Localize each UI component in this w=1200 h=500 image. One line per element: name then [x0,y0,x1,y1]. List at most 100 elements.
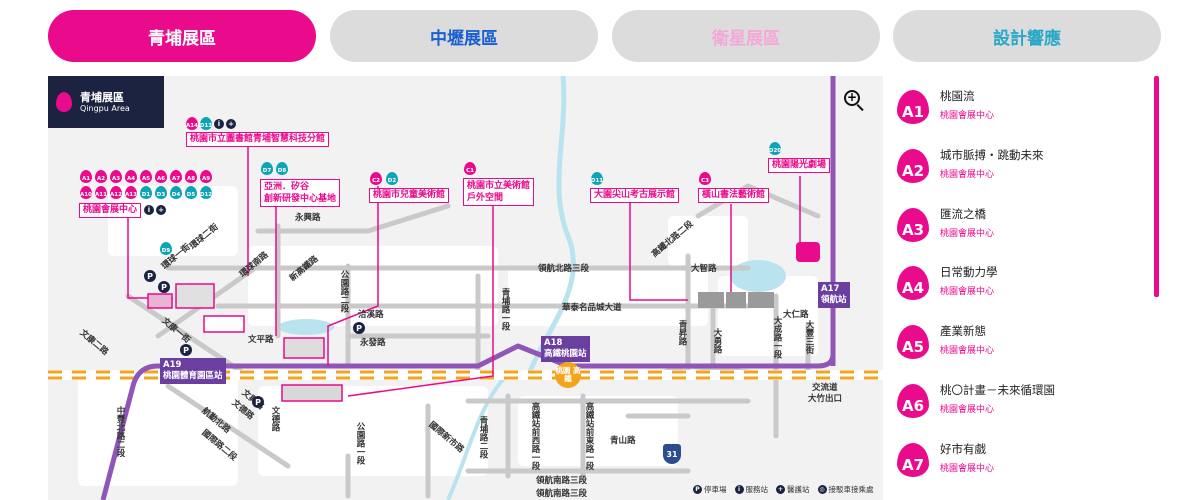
info-icon: i [144,205,154,215]
place-convention-center[interactable]: 桃園會展中心 [79,203,142,218]
tab-qingpu-label: 青埔展區 [148,28,216,49]
road-label: 交流道 [812,383,838,393]
marker-d12[interactable]: D12 [200,186,212,199]
list-item-venue: 桃園會展中心 [940,346,995,356]
station-a17[interactable]: A17 領航站 [818,282,850,308]
place-library[interactable]: 桃園市立圖書館青埔智慧科技分館 [186,132,330,147]
road-label: 大豐三街 [804,320,814,354]
tab-qingpu[interactable]: 青埔展區 [48,10,316,62]
map-base [48,76,883,500]
tab-satellite[interactable]: 衛星展區 [612,10,880,62]
legend-shuttle: ◎接駁車接乘處 [817,484,874,495]
place-asia-silicon-valley[interactable]: 亞洲．矽谷 創新研發中心基地 [260,179,341,207]
zoom-in-icon[interactable]: + [844,90,866,112]
road-label: 文德路 [270,406,280,432]
legend-parking-label: 停車場 [704,485,727,494]
area-badge-title: 青埔展區 [80,90,124,104]
marker-a11[interactable]: A11 [95,186,107,199]
parking-icon: P [144,270,156,282]
place-calligraphy-museum[interactable]: 橫山書法藝術館 [698,188,770,203]
list-item-venue: 桃園會展中心 [940,111,995,121]
marker-d4[interactable]: D4 [170,186,182,199]
marker-d7[interactable]: D7 [261,162,273,175]
place-sunshine-theater[interactable]: 桃園陽光劇場 [768,158,831,173]
marker-d13[interactable]: D13 [200,117,212,130]
highway-shield-icon: 31 [663,444,681,464]
hsr-station-icon[interactable]: 桃園 高鐵 [555,362,581,388]
list-item[interactable]: A2 城市脈搏・跳動未來 桃園會展中心 [893,135,1148,193]
station-a18[interactable]: A18 高鐵桃園站 [541,336,590,362]
marker-d5[interactable]: D5 [185,186,197,199]
tab-design-response[interactable]: 設計響應 [893,10,1161,62]
marker-d2[interactable]: D2 [386,172,398,185]
marker-a7[interactable]: A7 [170,170,182,183]
station-a19-name: 桃園體育園區站 [163,371,223,381]
parking-icon: P [252,396,264,408]
tab-design-response-label: 設計響應 [993,28,1061,49]
marker-a10[interactable]: A10 [80,186,92,199]
marker-c3[interactable]: C3 [699,172,711,185]
list-item-venue: 桃園會展中心 [940,170,995,180]
tab-zhongli[interactable]: 中壢展區 [330,10,598,62]
place-art-museum[interactable]: 桃園市立美術館 戶外空間 [463,178,535,206]
list-item[interactable]: A5 產業新態 桃園會展中心 [893,311,1148,369]
tab-satellite-label: 衛星展區 [712,28,780,49]
road-label: 中豐北路二段 [115,406,125,457]
list-item-title: 匯流之橋 [940,207,986,221]
marker-d3[interactable]: D3 [155,186,167,199]
marker-a4[interactable]: A4 [125,170,137,183]
road-label: 青山路 [610,436,636,446]
list-item[interactable]: A4 日常動力學 桃園會展中心 [893,252,1148,310]
road-label: 公園路一段 [355,422,365,465]
area-map[interactable]: 青埔展區 Qingpu Area + A14 D13 i + 桃園市立圖書館青埔… [48,76,883,500]
road-label: 永興路 [295,213,321,223]
area-tabs: 青埔展區 中壢展區 衛星展區 設計響應 [48,10,1161,62]
shuttle-icon: ◎ [817,485,827,494]
marker-a9[interactable]: A9 [200,170,212,183]
list-item-venue: 桃園會展中心 [940,405,995,415]
road-label: 領航北路三段 [538,264,590,274]
first-aid-icon: + [156,205,166,215]
road-label: 青埔路一段 [500,288,510,331]
zoom-handle [856,104,864,112]
marker-a8[interactable]: A8 [185,170,197,183]
marker-a13[interactable]: A13 [125,186,137,199]
road-label: 公園路二段 [339,270,349,313]
list-scrollbar[interactable] [1154,76,1159,297]
marker-a14[interactable]: A14 [186,117,198,130]
marker-d1[interactable]: D1 [140,186,152,199]
marker-a1[interactable]: A1 [80,170,92,183]
marker-pin-icon: A5 [897,325,929,359]
place-archaeology-hall[interactable]: 大園尖山考古展示館 [590,188,680,203]
marker-a12[interactable]: A12 [110,186,122,199]
marker-d20[interactable]: D20 [769,142,781,155]
list-item-title: 桃園流 [940,89,975,103]
place-art-museum-line1: 桃園市立美術館 [467,181,531,191]
exhibit-list[interactable]: A1 桃園流 桃園會展中心 A2 城市脈搏・跳動未來 桃園會展中心 A3 匯流之… [893,76,1158,500]
marker-d8[interactable]: D8 [276,162,288,175]
marker-c2[interactable]: C2 [370,172,382,185]
list-item-venue: 桃園會展中心 [940,464,995,474]
list-item[interactable]: A3 匯流之橋 桃園會展中心 [893,194,1148,252]
list-item[interactable]: A7 好市有戲 桃園會展中心 [893,429,1148,487]
marker-a2[interactable]: A2 [95,170,107,183]
place-childrens-art-museum[interactable]: 桃園市兒童美術館 [369,188,450,203]
marker-c1[interactable]: C1 [464,162,476,175]
list-item-title: 產業新態 [940,324,986,338]
legend-medical: +醫護站 [776,484,810,495]
station-a17-name: 領航站 [821,295,847,305]
marker-d9[interactable]: D9 [160,242,172,255]
marker-a6[interactable]: A6 [155,170,167,183]
info-icon: i [734,485,744,494]
marker-a3[interactable]: A3 [110,170,122,183]
parking-icon: P [158,281,170,293]
marker-a5[interactable]: A5 [140,170,152,183]
list-item[interactable]: A1 桃園流 桃園會展中心 [893,76,1148,134]
marker-d11[interactable]: D11 [591,172,603,185]
list-item[interactable]: A6 桃〇計畫－未來循環園 桃園會展中心 [893,370,1148,428]
station-a19[interactable]: A19 桃園體育園區站 [160,358,226,384]
road-label: 青埔路二段 [478,416,488,459]
road-label: 大仁路 [783,310,809,320]
